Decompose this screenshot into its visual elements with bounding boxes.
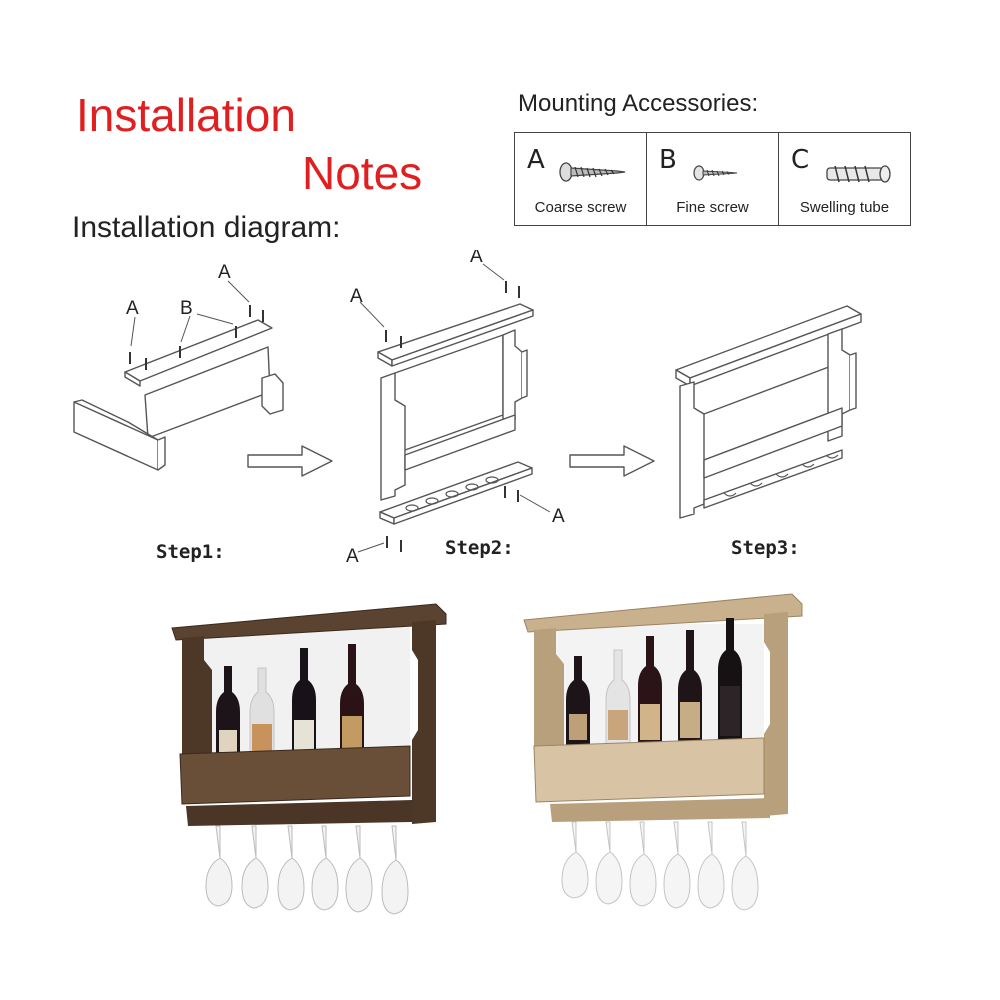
accessory-swelling-tube: C Swelling tube — [779, 133, 910, 225]
accessory-letter: B — [659, 145, 677, 175]
accessory-letter: A — [527, 145, 545, 175]
accessory-name: Coarse screw — [534, 199, 627, 216]
wine-glasses — [205, 825, 409, 915]
title-installation: Installation — [76, 89, 296, 141]
step2-label: Step2: — [445, 537, 514, 559]
swelling-tube-icon — [826, 165, 891, 183]
label-a: A — [346, 546, 359, 567]
dark-wood-wine-rack-photo — [171, 603, 447, 915]
accessories-table: A Coarse screw B Fine screw C Swelling t… — [514, 132, 911, 226]
label-b: B — [180, 298, 193, 319]
step1-label: Step1: — [156, 541, 225, 563]
installation-diagram: A A B A A A A — [73, 250, 862, 567]
fine-screw-icon — [693, 165, 738, 181]
label-a: A — [470, 250, 483, 267]
mounting-accessories-heading: Mounting Accessories: — [518, 90, 759, 117]
accessory-name: Fine screw — [676, 199, 749, 216]
label-a: A — [350, 286, 363, 307]
accessory-name: Swelling tube — [799, 199, 890, 216]
step2-drawing — [357, 263, 551, 553]
step3-label: Step3: — [731, 537, 800, 559]
step3-drawing — [675, 305, 862, 519]
wine-glasses — [561, 821, 759, 911]
wine-bottles — [566, 618, 742, 751]
title-notes: Notes — [302, 147, 423, 199]
label-a: A — [552, 506, 565, 527]
accessory-fine-screw: B Fine screw — [647, 133, 779, 225]
step1-drawing — [73, 280, 284, 471]
light-wood-wine-rack-photo — [523, 593, 803, 911]
wine-bottles — [216, 644, 364, 761]
installation-diagram-heading: Installation diagram: — [72, 211, 341, 244]
accessory-letter: C — [791, 145, 810, 175]
label-a: A — [126, 298, 139, 319]
coarse-screw-icon — [559, 162, 626, 182]
label-a: A — [218, 262, 231, 283]
accessory-coarse-screw: A Coarse screw — [515, 133, 647, 225]
